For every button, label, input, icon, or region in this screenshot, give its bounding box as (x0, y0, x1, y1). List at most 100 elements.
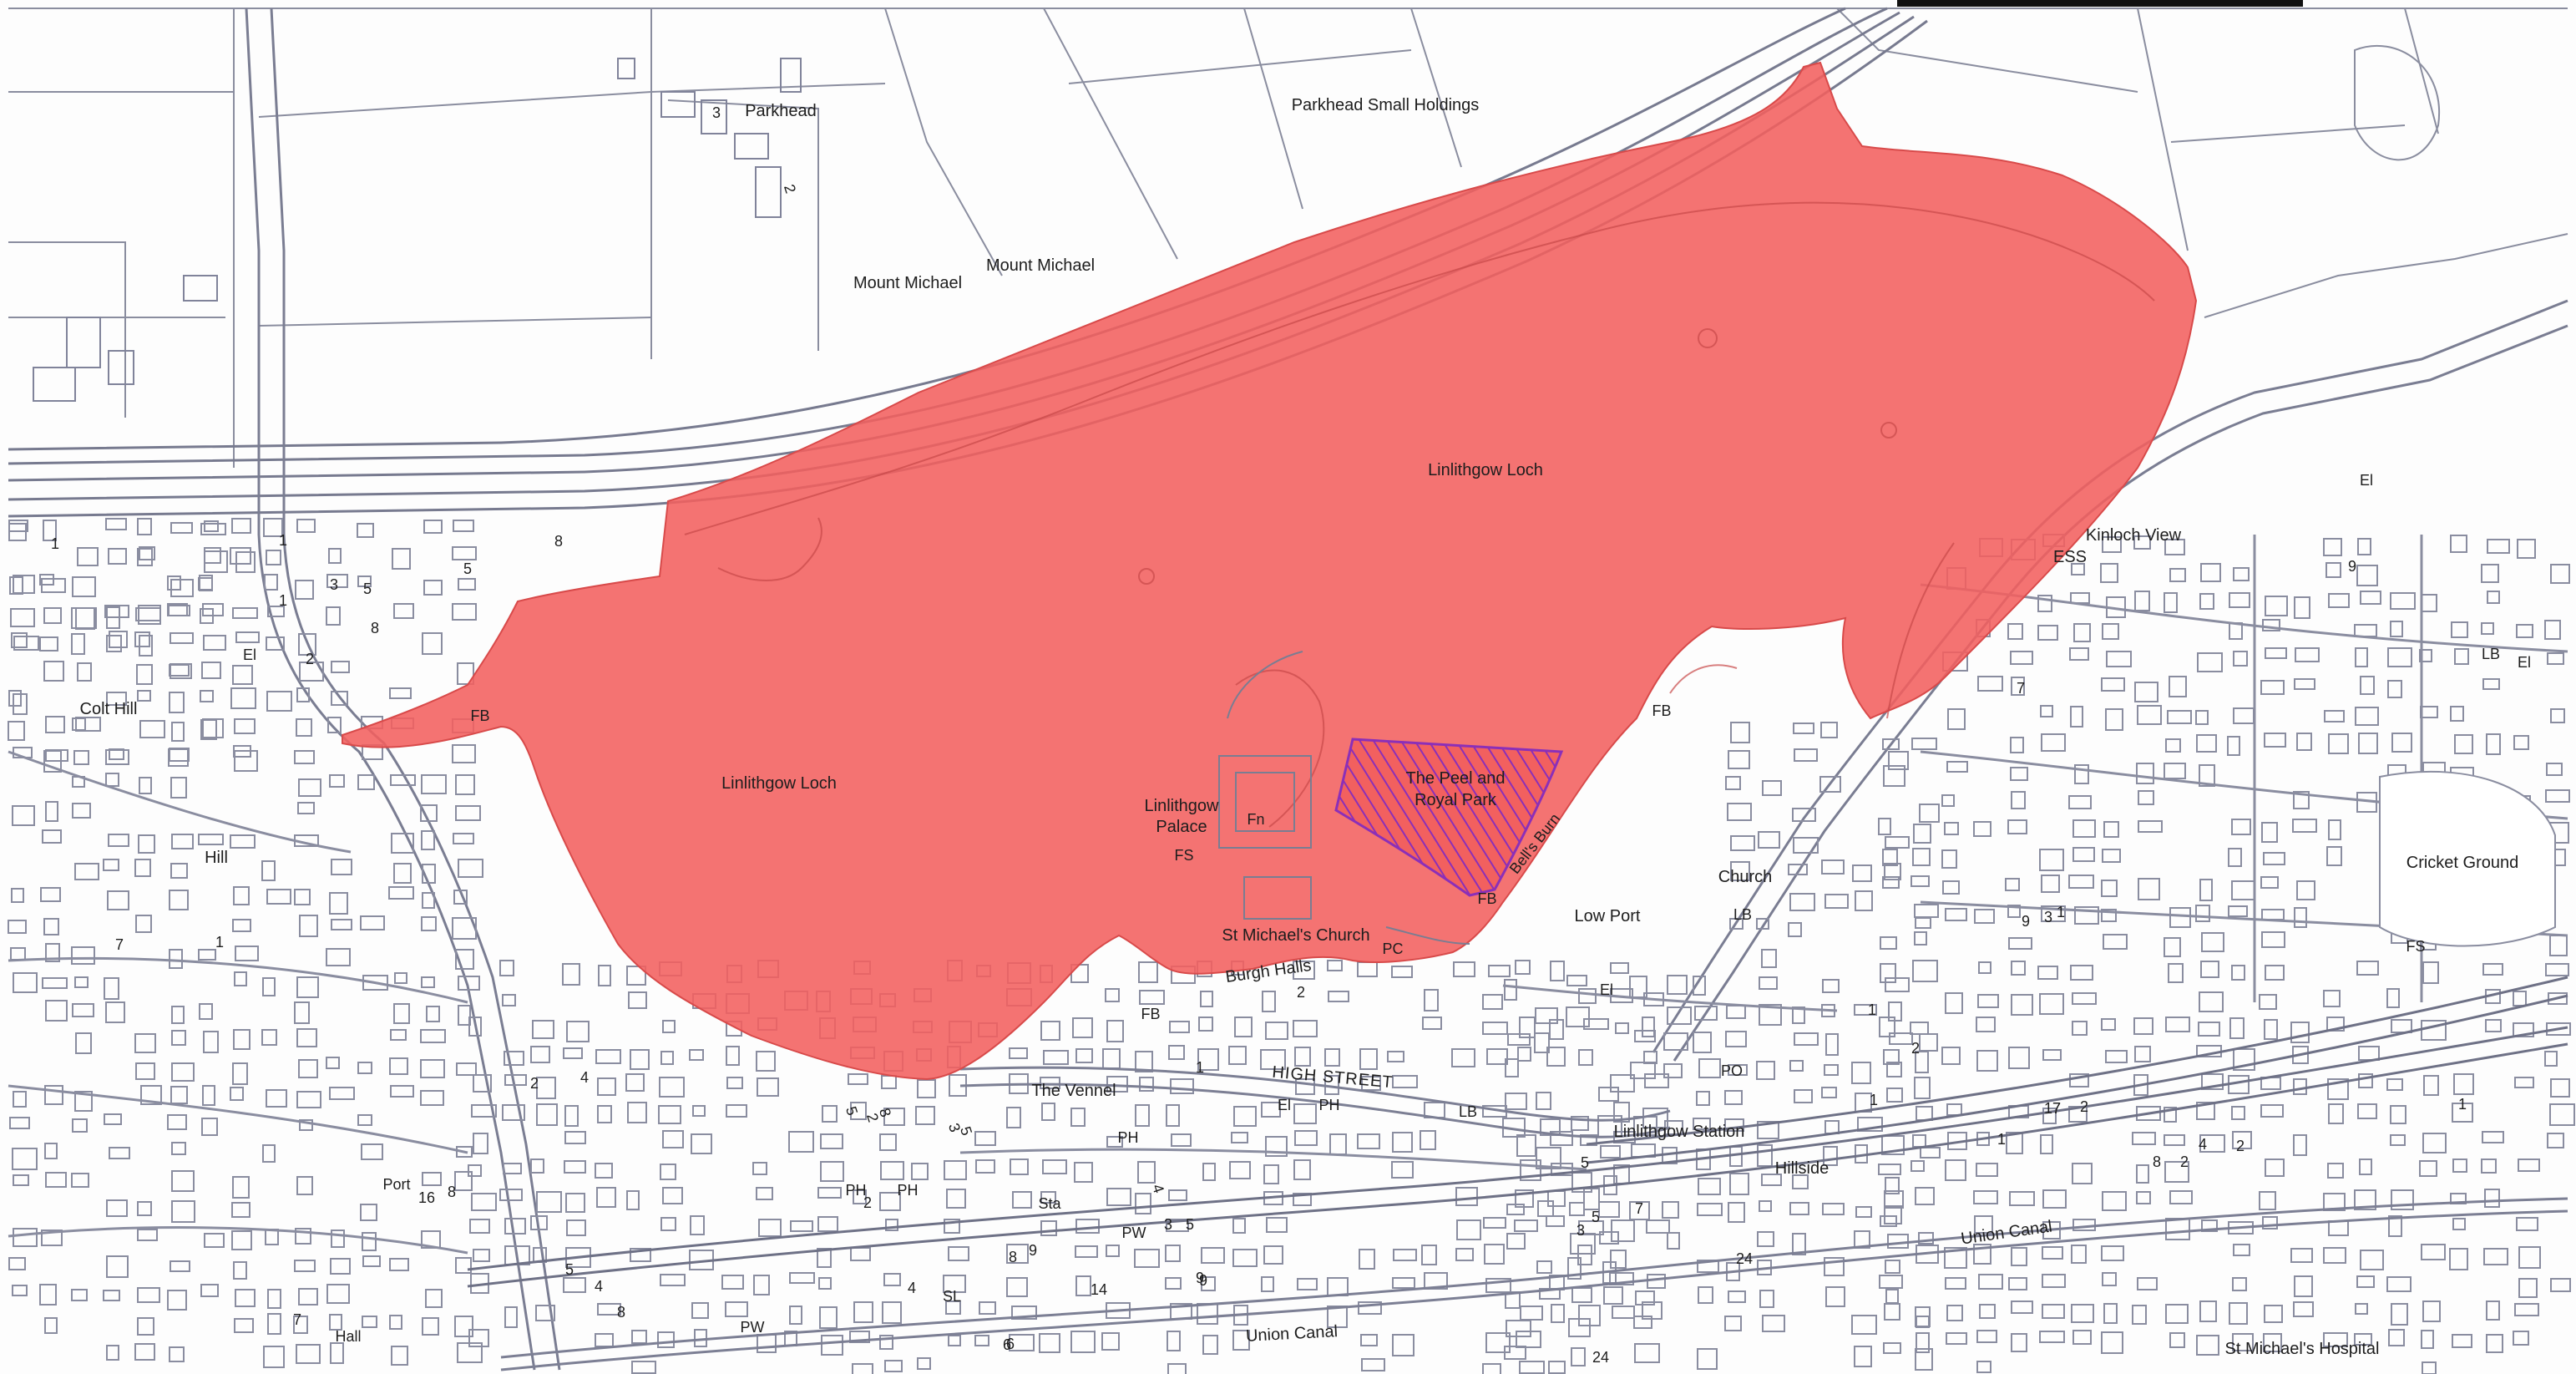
building-outline (390, 774, 416, 786)
parkhead-buildings (33, 58, 802, 402)
building-outline (1328, 991, 1349, 1002)
building-outline (2547, 1133, 2564, 1148)
building-outline (1793, 837, 1819, 854)
building-outline (2259, 994, 2277, 1010)
house-number: 8 (2152, 1153, 2162, 1170)
building-outline (1327, 1306, 1348, 1328)
building-outline (105, 1001, 125, 1023)
building-outline (945, 1300, 961, 1315)
building-outline (1297, 1278, 1318, 1290)
building-outline (74, 863, 99, 880)
building-outline (2294, 596, 2310, 619)
peel-royal-park-hatch[interactable] (1334, 738, 1564, 897)
building-outline (662, 1020, 676, 1033)
linlithgow-loch-shape[interactable] (342, 61, 2198, 1081)
label-hill: Hill (205, 849, 228, 867)
label-parkhead-small-holdings: Parkhead Small Holdings (1291, 96, 1480, 114)
label-mount-michael-2: Mount Michael (985, 256, 1096, 275)
building-outline (1881, 1135, 1905, 1155)
building-outline (13, 1174, 29, 1186)
building-outline (2260, 876, 2279, 889)
building-outline (2265, 1159, 2285, 1177)
building-outline (393, 1003, 410, 1024)
building-outline (139, 635, 153, 657)
label-linlithgow-station: Linlithgow Station (1613, 1123, 1745, 1141)
building-outline (328, 548, 342, 564)
building-outline (1912, 848, 1931, 866)
building-outline (2042, 1108, 2057, 1124)
building-outline (1171, 1133, 1192, 1147)
building-outline (2165, 1017, 2190, 1032)
building-outline (532, 1020, 554, 1039)
label-mount-michael-1: Mount Michael (853, 274, 963, 292)
building-outline (1504, 979, 1517, 1001)
building-outline (1973, 1190, 1998, 1204)
building-outline (1792, 1006, 1805, 1024)
building-outline (423, 580, 443, 596)
building-outline (662, 1187, 683, 1204)
building-outline (204, 1233, 225, 1248)
label-colt-hill: Colt Hill (79, 700, 138, 718)
building-outline (9, 1117, 30, 1129)
building-outline (1569, 1202, 1585, 1216)
town-grid (8, 518, 2575, 1374)
building-outline (2262, 619, 2280, 631)
building-outline (2040, 705, 2053, 717)
building-outline (2165, 1304, 2189, 1324)
building-outline (1009, 1334, 1035, 1351)
building-outline (2072, 1163, 2093, 1184)
building-outline (1293, 961, 1315, 980)
building-outline (2164, 592, 2178, 613)
building-outline (753, 1275, 770, 1295)
building-outline (262, 977, 276, 996)
building-outline (563, 1047, 583, 1059)
building-outline (169, 1346, 185, 1362)
building-outline (170, 1260, 190, 1272)
building-outline (1883, 1049, 1900, 1065)
building-outline (72, 717, 86, 731)
building-outline (2233, 651, 2248, 667)
building-outline (1851, 1062, 1871, 1084)
building-outline (2071, 1245, 2087, 1264)
building-outline (2292, 819, 2317, 833)
building-outline (1915, 1348, 1933, 1371)
building-outline (42, 829, 62, 844)
building-outline (1794, 748, 1818, 762)
building-outline (468, 1329, 489, 1347)
house-number: 5 (362, 581, 372, 597)
building-outline (1910, 875, 1930, 887)
building-outline (1391, 1161, 1414, 1179)
building-outline (1886, 1062, 1902, 1077)
building-outline (1824, 894, 1849, 909)
building-outline (1169, 1021, 1190, 1033)
building-outline (1794, 1032, 1819, 1046)
building-outline (388, 886, 414, 900)
building-outline (1792, 1174, 1809, 1189)
building-outline (2229, 1302, 2248, 1325)
building-outline (171, 834, 194, 849)
building-outline (627, 1102, 647, 1123)
building-outline (819, 1306, 838, 1329)
building-outline (2042, 1246, 2063, 1260)
house-number: 5 (564, 1261, 574, 1278)
building-outline (1761, 949, 1777, 968)
building-outline (2421, 1330, 2434, 1349)
building-outline (170, 863, 188, 879)
building-outline (77, 662, 92, 682)
building-outline (2228, 905, 2248, 917)
building-outline (293, 1316, 308, 1334)
building-outline (1516, 1134, 1536, 1157)
building-outline (1756, 918, 1769, 930)
building-outline (1135, 1051, 1153, 1072)
building-outline (44, 1317, 58, 1334)
label-fb-burn: FB (1477, 890, 1497, 907)
building-outline (2265, 965, 2285, 981)
building-outline (2008, 1047, 2030, 1069)
building-outline (2199, 764, 2215, 787)
building-outline (298, 1288, 318, 1306)
building-outline (326, 948, 351, 966)
building-outline (2103, 934, 2128, 950)
building-outline (1851, 1315, 1877, 1335)
building-outline (1912, 960, 1938, 982)
